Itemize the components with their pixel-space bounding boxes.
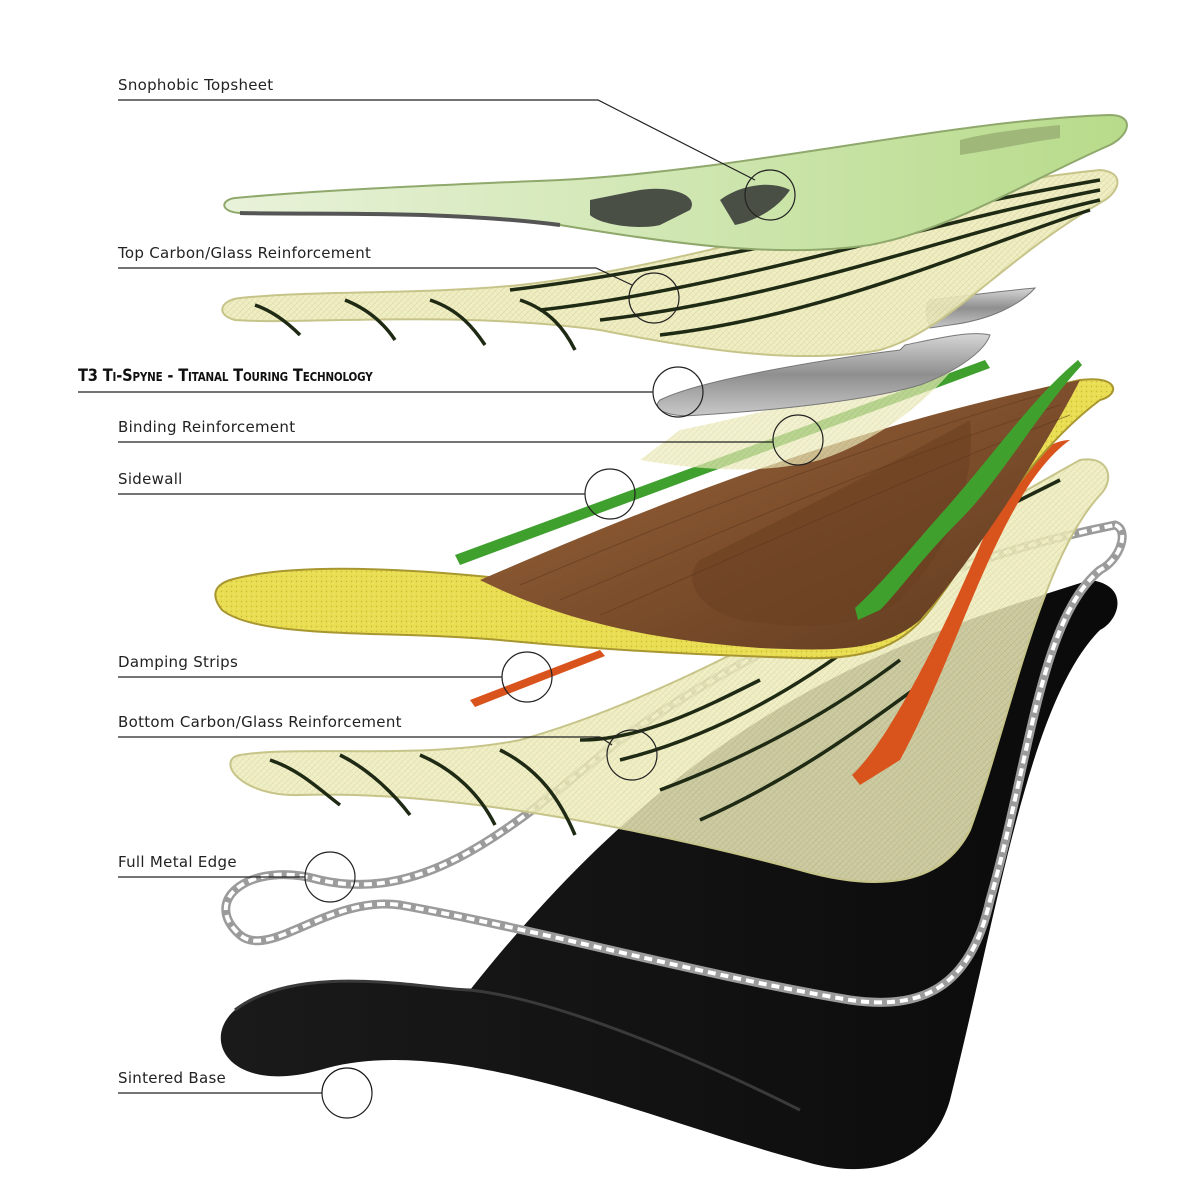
leader-metal-edge xyxy=(118,851,356,903)
damping-strips-layer xyxy=(470,440,1070,785)
leader-bottom-reinforcement xyxy=(118,729,658,781)
leader-sidewall xyxy=(118,468,636,520)
leader-topsheet xyxy=(118,99,796,221)
label-metal-edge: Full Metal Edge xyxy=(118,853,237,871)
leader-sintered-base xyxy=(118,1067,373,1119)
leader-lines xyxy=(78,99,824,1119)
label-sidewall: Sidewall xyxy=(118,470,183,488)
label-damping-strips: Damping Strips xyxy=(118,653,239,671)
label-bottom-reinforcement: Bottom Carbon/Glass Reinforcement xyxy=(118,713,402,731)
label-sintered-base: Sintered Base xyxy=(118,1069,227,1087)
label-top-reinforcement: Top Carbon/Glass Reinforcement xyxy=(118,244,372,262)
leader-ti-spyne xyxy=(78,366,704,418)
label-topsheet: Snophobic Topsheet xyxy=(118,76,274,94)
topsheet-layer xyxy=(223,113,1128,252)
leader-top-reinforcement xyxy=(118,267,680,324)
leader-binding-reinforcement xyxy=(118,414,824,466)
label-binding-reinforcement: Binding Reinforcement xyxy=(118,418,296,436)
leader-damping-strips xyxy=(118,651,553,703)
label-ti-spyne: T3 Ti-Spyne - Titanal Touring Technology xyxy=(78,366,373,386)
